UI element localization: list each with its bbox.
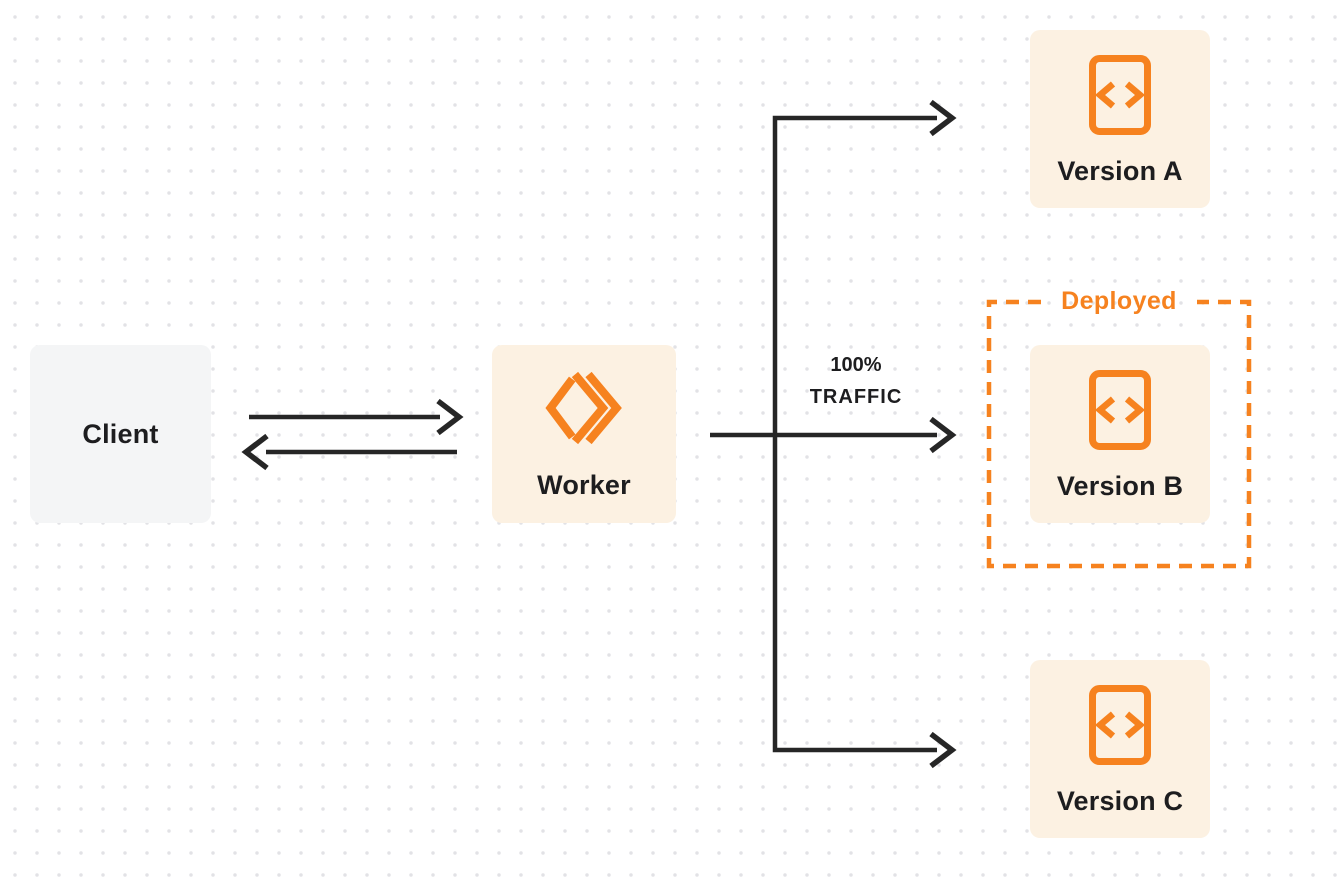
version-b-label: Version B (1056, 471, 1184, 501)
version-a-label: Version A (1057, 156, 1183, 186)
arrow-worker-to-client-head (241, 433, 269, 471)
traffic-label: 100% TRAFFIC (794, 349, 918, 413)
version-c-label: Version C (1056, 786, 1184, 816)
deployed-dashed-border (986, 299, 1252, 569)
traffic-word-text: TRAFFIC (809, 386, 903, 408)
deployed-label: Deployed (1061, 287, 1177, 315)
arrow-to-version-c-head (929, 731, 957, 769)
version-c-node: Version C (1030, 660, 1210, 838)
code-file-icon (1089, 55, 1151, 135)
cloudflare-workers-logo-icon (545, 371, 622, 445)
arrow-to-version-a-head (929, 99, 957, 137)
traffic-percent-text: 100% (830, 354, 882, 376)
version-a-node: Version A (1030, 30, 1210, 208)
version-b-node: Version B (1030, 345, 1210, 523)
arrow-client-to-worker-head (436, 398, 464, 436)
arrow-to-version-b-head (929, 416, 957, 454)
code-file-icon (1089, 685, 1151, 765)
worker-node: Worker (492, 345, 676, 523)
client-label: Client (82, 418, 159, 449)
client-node: Client (30, 345, 211, 523)
worker-label: Worker (537, 470, 631, 500)
code-file-icon (1089, 370, 1151, 450)
